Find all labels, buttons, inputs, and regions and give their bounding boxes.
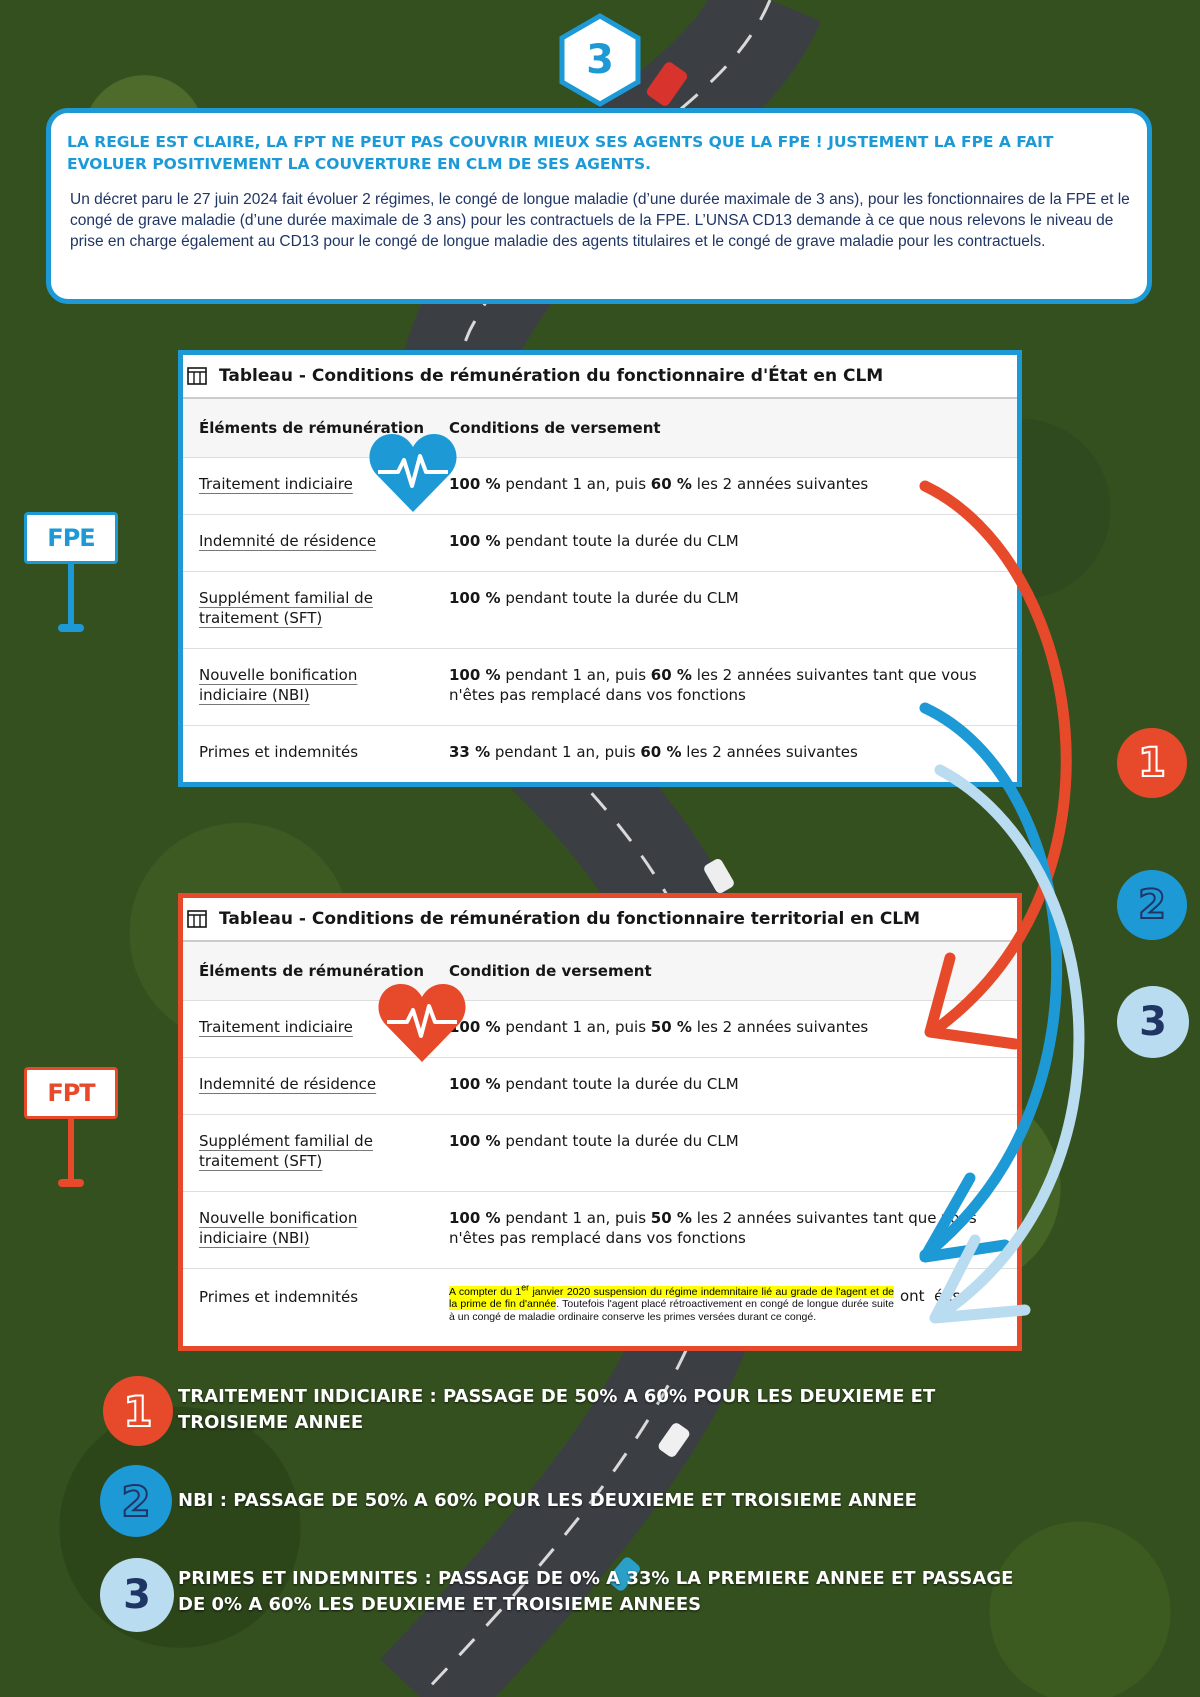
- fpt-row-element-link[interactable]: Nouvelle bonification indiciaire (NBI): [199, 1209, 358, 1247]
- legend-item-3: PRIMES ET INDEMNITES : PASSAGE DE 0% A 3…: [178, 1568, 1014, 1615]
- section-number-badge: 3: [558, 12, 642, 108]
- fpe-sign-board: FPE: [24, 512, 118, 564]
- legend-marker-2: 2: [100, 1465, 172, 1537]
- fpe-table: Tableau - Conditions de rémunération du …: [178, 350, 1022, 787]
- fpt-sign-post: [68, 1119, 74, 1183]
- legend-marker-3: 3: [100, 1558, 174, 1632]
- legend-marker-1: 1: [103, 1376, 173, 1446]
- intro-title: LA REGLE EST CLAIRE, LA FPT NE PEUT PAS …: [67, 133, 1054, 173]
- fpt-row-condition: 100 % pendant 1 an, puis 50 % les 2 anné…: [449, 1209, 977, 1247]
- table-row: Primes et indemnités A compter du 1er ja…: [183, 1269, 1017, 1339]
- fpt-sign-board: FPT: [24, 1067, 118, 1119]
- fpe-row-element-link[interactable]: Indemnité de résidence: [199, 532, 377, 550]
- fpt-row-element: Primes et indemnités: [199, 1288, 359, 1306]
- table-row: Supplément familial de traitement (SFT) …: [183, 1115, 1017, 1192]
- fpt-table-header: Éléments de rémunération Condition de ve…: [183, 942, 1017, 1001]
- fpe-row-condition: 33 % pendant 1 an, puis 60 % les 2 année…: [449, 743, 858, 761]
- table-row: Primes et indemnités 33 % pendant 1 an, …: [183, 726, 1017, 783]
- fpt-header-elements: Éléments de rémunération: [199, 962, 425, 980]
- table-row: Supplément familial de traitement (SFT) …: [183, 572, 1017, 649]
- fpt-row-element-link[interactable]: Supplément familial de traitement (SFT): [199, 1132, 373, 1170]
- fpt-table-title: Tableau - Conditions de rémunération du …: [183, 898, 1017, 942]
- marker-1: 1: [1117, 728, 1187, 798]
- fpt-primes-note: A compter du 1er janvier 2020 suspension…: [449, 1282, 895, 1323]
- fpe-row-element-link[interactable]: Supplément familial de traitement (SFT): [199, 589, 373, 627]
- fpe-sign-post: [68, 564, 74, 628]
- fpt-header-conditions: Condition de versement: [449, 962, 652, 980]
- fpe-row-condition: 100 % pendant 1 an, puis 60 % les 2 anné…: [449, 475, 869, 493]
- fpe-row-condition: 100 % pendant toute la durée du CLM: [449, 589, 739, 607]
- table-icon: [187, 367, 207, 385]
- marker-3: 3: [1117, 986, 1189, 1058]
- fpe-header-elements: Éléments de rémunération: [199, 419, 425, 437]
- fpt-row-condition: 100 % pendant toute la durée du CLM: [449, 1075, 739, 1093]
- marker-2: 2: [1117, 870, 1187, 940]
- fpt-row-element-link[interactable]: Indemnité de résidence: [199, 1075, 377, 1093]
- table-row: Traitement indiciaire 100 % pendant 1 an…: [183, 458, 1017, 515]
- fpe-table-title: Tableau - Conditions de rémunération du …: [183, 355, 1017, 399]
- table-row: Indemnité de résidence 100 % pendant tou…: [183, 1058, 1017, 1115]
- table-icon: [187, 910, 207, 928]
- fpe-table-title-text: Tableau - Conditions de rémunération du …: [219, 366, 884, 386]
- fpt-row-condition: 100 % pendant toute la durée du CLM: [449, 1132, 739, 1150]
- badge-number: 3: [586, 37, 614, 83]
- fpe-sign-base: [58, 624, 84, 632]
- fpe-row-element: Primes et indemnités: [199, 743, 359, 761]
- heart-pulse-icon: [378, 984, 466, 1062]
- fpe-row-condition: 100 % pendant 1 an, puis 60 % les 2 anné…: [449, 666, 977, 704]
- fpe-row-element-link[interactable]: Traitement indiciaire: [199, 475, 353, 493]
- fpt-row-condition: 100 % pendant 1 an, puis 50 % les 2 anné…: [449, 1018, 869, 1036]
- legend-item-2: NBI : PASSAGE DE 50% A 60% POUR LES DEUX…: [178, 1490, 917, 1511]
- intro-body: Un décret paru le 27 juin 2024 fait évol…: [70, 191, 1130, 250]
- fpt-row-element-link[interactable]: Traitement indiciaire: [199, 1018, 353, 1036]
- fpt-table-title-text: Tableau - Conditions de rémunération du …: [219, 909, 921, 929]
- intro-box: LA REGLE EST CLAIRE, LA FPT NE PEUT PAS …: [46, 108, 1152, 304]
- fpe-row-element-link[interactable]: Nouvelle bonification indiciaire (NBI): [199, 666, 358, 704]
- fpe-table-header: Éléments de rémunération Conditions de v…: [183, 399, 1017, 458]
- note-trailing-text: ont ées: [900, 1287, 961, 1305]
- table-row: Nouvelle bonification indiciaire (NBI) 1…: [183, 649, 1017, 726]
- table-row: Nouvelle bonification indiciaire (NBI) 1…: [183, 1192, 1017, 1269]
- table-row: Traitement indiciaire 100 % pendant 1 an…: [183, 1001, 1017, 1058]
- table-row: Indemnité de résidence 100 % pendant tou…: [183, 515, 1017, 572]
- fpe-header-conditions: Conditions de versement: [449, 419, 661, 437]
- heart-pulse-icon: [369, 434, 457, 512]
- fpt-table: Tableau - Conditions de rémunération du …: [178, 893, 1022, 1351]
- fpe-row-condition: 100 % pendant toute la durée du CLM: [449, 532, 739, 550]
- legend-item-1: TRAITEMENT INDICIAIRE : PASSAGE DE 50% A…: [178, 1386, 936, 1433]
- fpt-sign-base: [58, 1179, 84, 1187]
- hexagon-shape: [559, 13, 641, 107]
